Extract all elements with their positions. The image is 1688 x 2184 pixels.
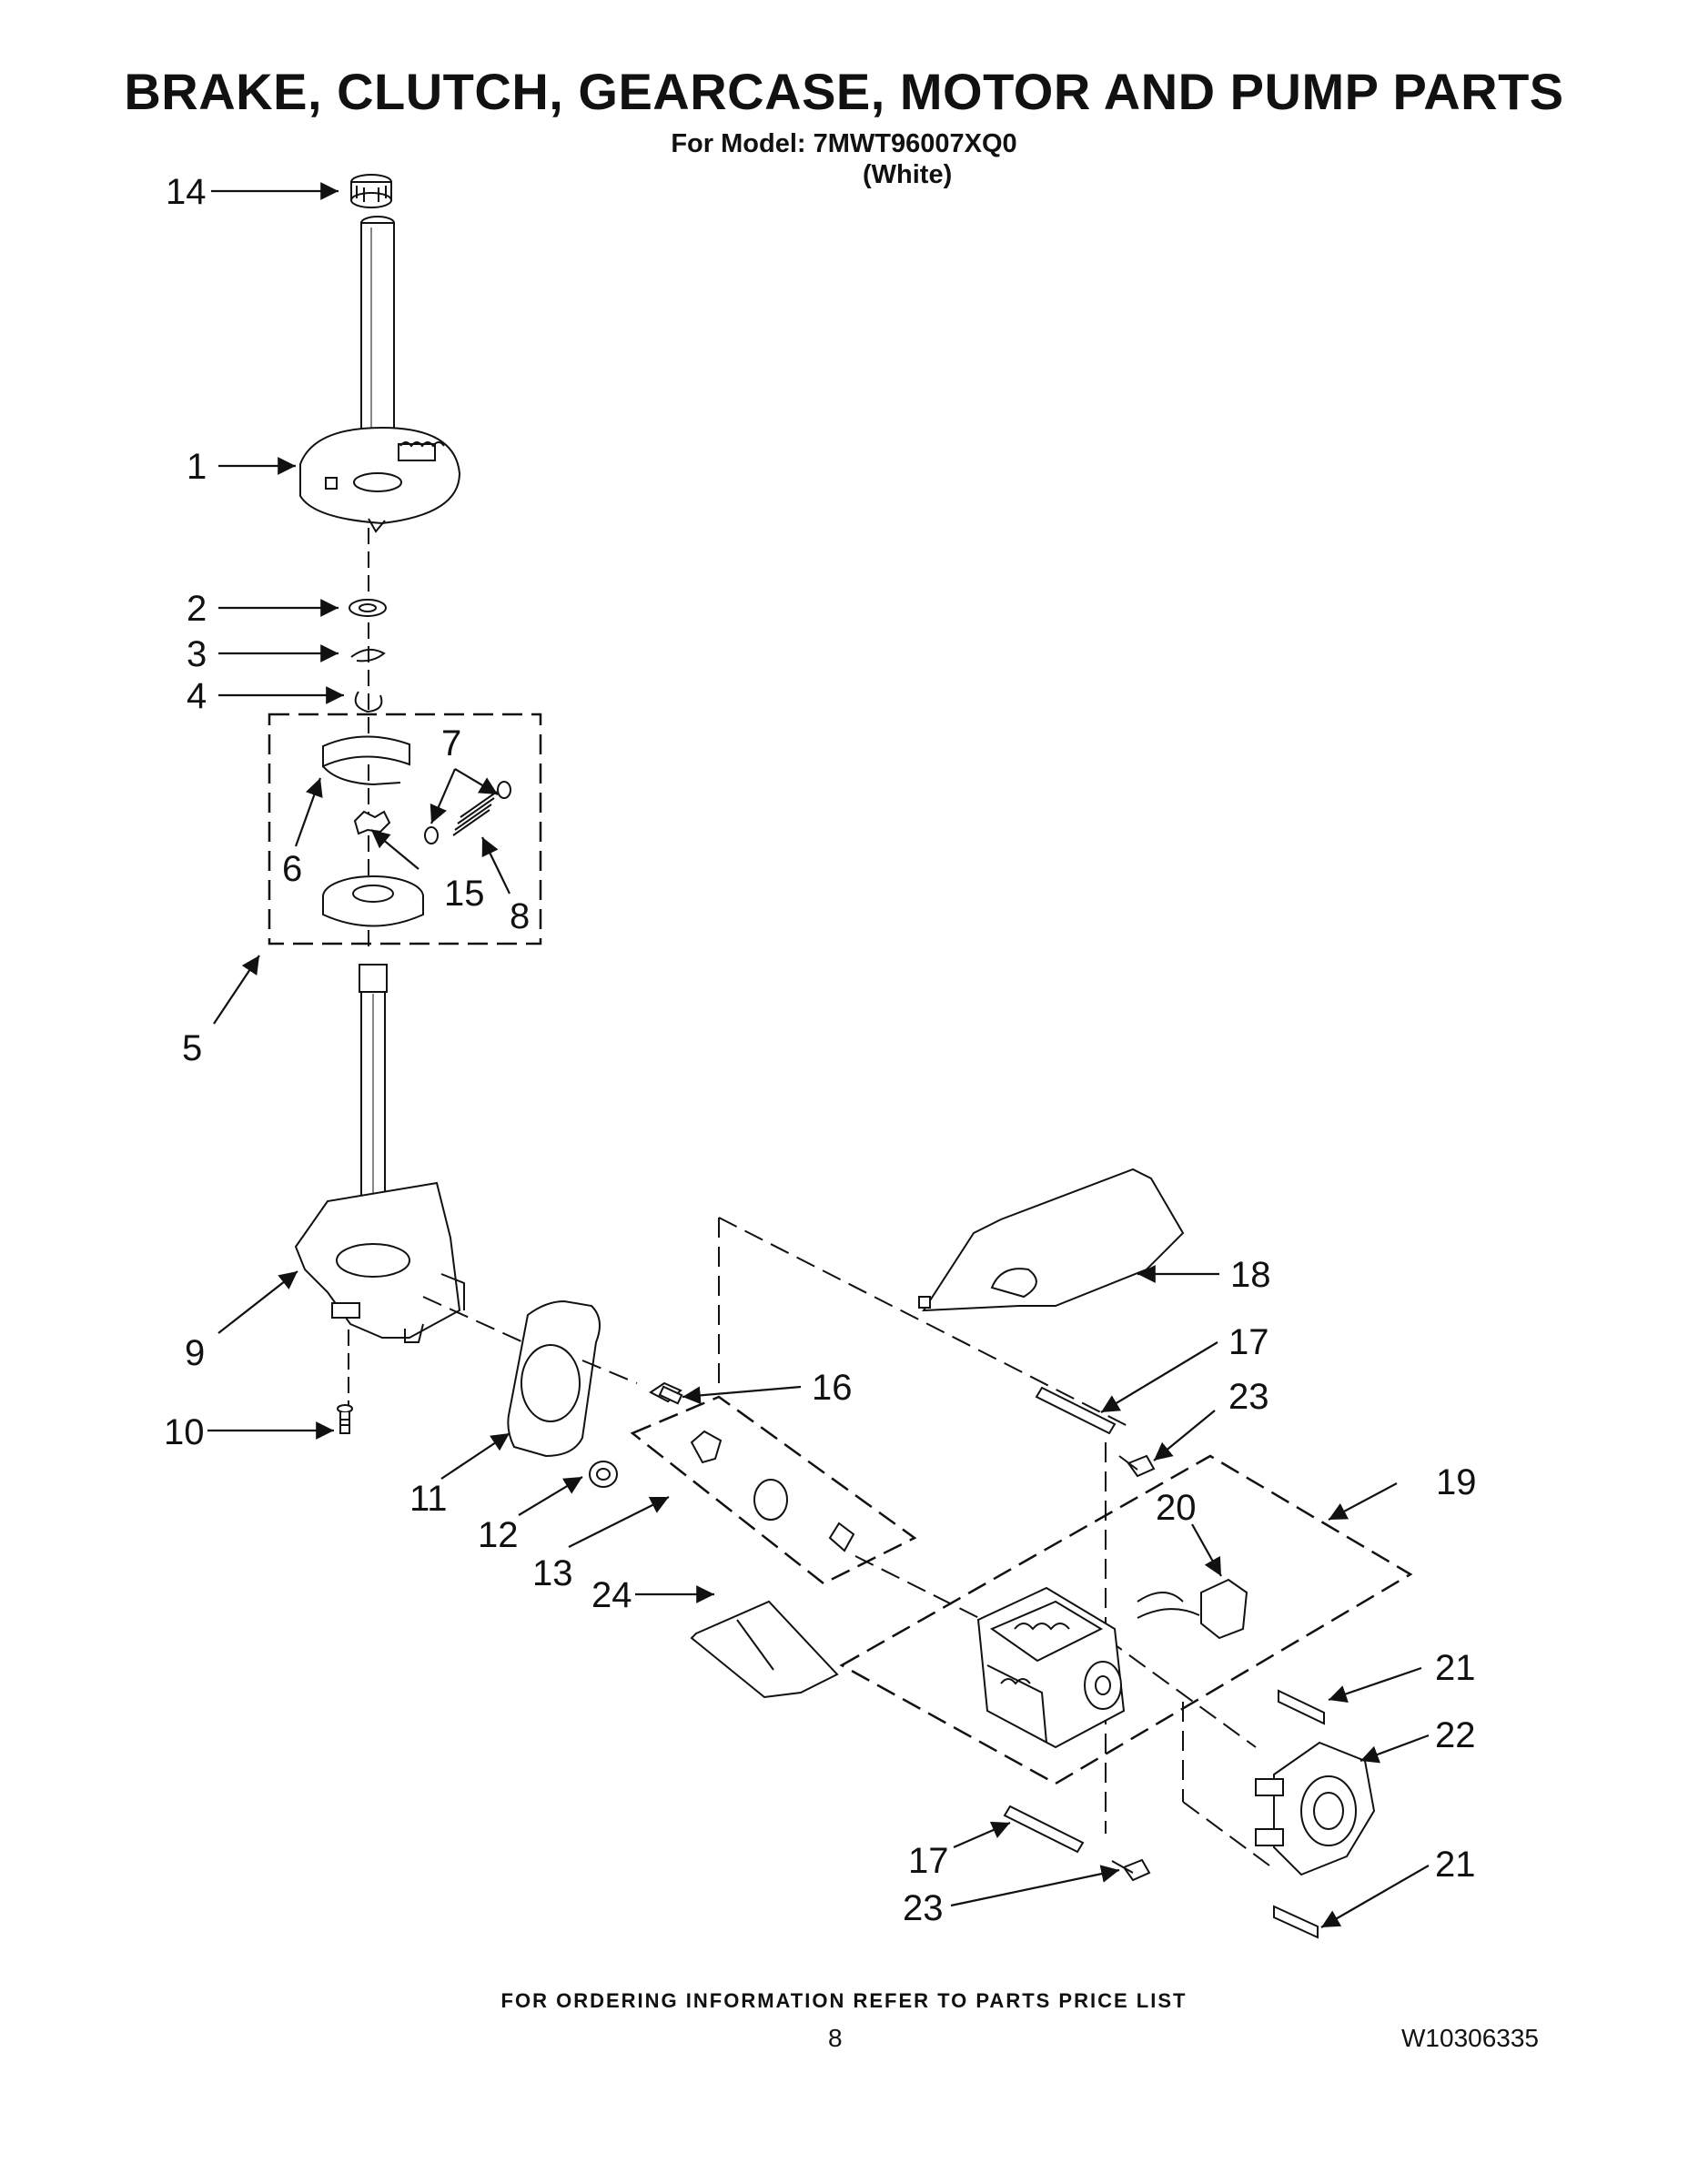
- callout-12: 12: [478, 1515, 519, 1555]
- part-21-clip-upper: [1278, 1689, 1325, 1725]
- callout-8: 8: [510, 896, 530, 936]
- ordering-note: FOR ORDERING INFORMATION REFER TO PARTS …: [500, 1989, 1188, 2012]
- callout-23-upper: 23: [1228, 1377, 1269, 1417]
- callout-3: 3: [187, 634, 207, 674]
- part-14-seal: [350, 174, 392, 208]
- part-24-pad: [690, 1600, 839, 1699]
- callout-14: 14: [166, 172, 207, 212]
- callout-4: 4: [187, 676, 207, 716]
- callout-6: 6: [282, 849, 302, 889]
- page-title: BRAKE, CLUTCH, GEARCASE, MOTOR AND PUMP …: [124, 63, 1564, 120]
- part-23-screw-upper: [1118, 1454, 1156, 1478]
- part-17-rod-upper: [1035, 1386, 1117, 1435]
- part-15-clutch-driver: [353, 810, 391, 835]
- part-8-spring: [452, 791, 498, 836]
- part-13-kit-box: [630, 1395, 917, 1585]
- center-axis-line: [348, 528, 369, 1424]
- part-11-mounting-plate: [507, 1299, 601, 1458]
- callout-2: 2: [187, 589, 207, 629]
- part-19-motor: [976, 1586, 1126, 1749]
- part-17-rod-lower: [1003, 1805, 1085, 1854]
- part-10-screw: [337, 1404, 353, 1434]
- callout-15: 15: [444, 874, 485, 914]
- part-3-spring-clip: [350, 648, 386, 662]
- callout-11: 11: [409, 1479, 448, 1519]
- part-1-brake-tube: [299, 216, 461, 533]
- callout-24: 24: [591, 1575, 632, 1615]
- part-2-washer: [349, 599, 387, 617]
- callout-21-upper: 21: [1435, 1648, 1476, 1688]
- callout-10: 10: [164, 1412, 205, 1452]
- part-16-bolt: [649, 1381, 683, 1405]
- part-23-screw-lower: [1111, 1858, 1151, 1882]
- callout-9: 9: [185, 1333, 205, 1373]
- part-9-gearcase: [294, 1181, 465, 1343]
- callout-22: 22: [1435, 1715, 1476, 1755]
- callout-16: 16: [812, 1368, 853, 1408]
- callout-13: 13: [532, 1553, 573, 1593]
- callout-19: 19: [1436, 1462, 1477, 1502]
- part-13-coupler: [690, 1430, 855, 1552]
- assembly-dash-lines: [422, 1217, 1270, 1866]
- callout-17-upper: 17: [1228, 1322, 1269, 1362]
- part-22-pump: [1255, 1741, 1376, 1876]
- part-18-shield: [918, 1168, 1185, 1312]
- leader-arrows: [207, 182, 1430, 1928]
- part-12-bushing: [589, 1461, 618, 1488]
- callout-17-lower: 17: [908, 1841, 949, 1881]
- part-7-spring-ends: [424, 781, 511, 844]
- callout-5: 5: [182, 1028, 202, 1068]
- callout-20: 20: [1156, 1488, 1197, 1528]
- part-21-clip-lower: [1273, 1905, 1319, 1939]
- callout-18: 18: [1230, 1255, 1271, 1295]
- document-number: W10306335: [1401, 2024, 1540, 2052]
- callout-1: 1: [187, 447, 207, 487]
- model-line: For Model: 7MWT96007XQ0: [671, 129, 1017, 158]
- callout-23-lower: 23: [903, 1888, 944, 1928]
- callout-7: 7: [441, 723, 461, 763]
- part-4-retaining-ring: [354, 691, 383, 713]
- part-6-clutch-band: [322, 735, 410, 786]
- callout-21-lower: 21: [1435, 1845, 1476, 1885]
- callout-labels: 14 1 2 3 4 7 6 15 8 5 9 10 11 12 13 16 1…: [164, 172, 1477, 1928]
- part-20-switch: [1137, 1578, 1248, 1640]
- color-line: (White): [863, 160, 953, 189]
- page-number: 8: [828, 2024, 843, 2052]
- part-5-kit-box: [268, 713, 542, 945]
- part-5-pulley: [322, 875, 424, 927]
- part-19-kit-box: [839, 1454, 1413, 1785]
